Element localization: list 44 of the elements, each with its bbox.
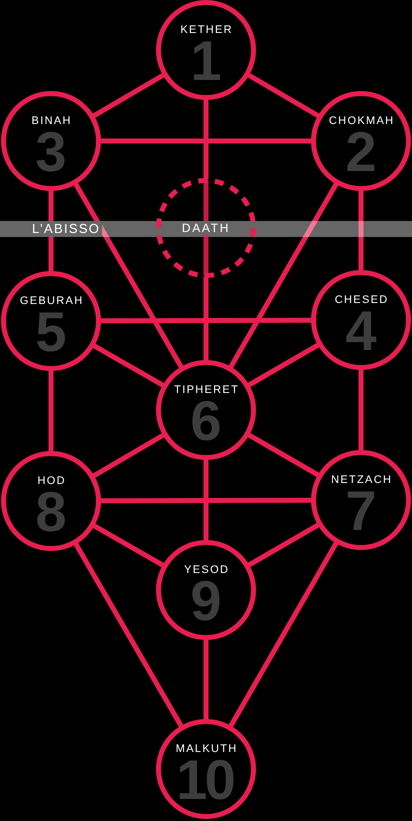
node-label: KETHER	[179, 22, 233, 37]
connecting-line	[48, 370, 54, 452]
number-label: 7	[345, 490, 374, 532]
number-label: 3	[35, 130, 64, 172]
node-label: TIPHERET	[173, 382, 240, 397]
number-label: 10	[176, 758, 234, 800]
number-label: 1	[190, 40, 220, 82]
number-label: 2	[345, 130, 374, 172]
connecting-line	[246, 522, 320, 568]
connecting-line	[228, 540, 339, 728]
number-label: 9	[190, 580, 220, 622]
connecting-line	[358, 368, 364, 452]
connecting-line	[73, 182, 184, 370]
dashed-circle	[156, 178, 256, 278]
connecting-line	[204, 98, 208, 180]
node-label: CHOKMAH	[328, 114, 394, 128]
connecting-line	[246, 432, 320, 478]
number-label: 5	[35, 310, 64, 352]
connecting-line	[100, 498, 312, 504]
node-label: BINAH	[30, 114, 72, 128]
connecting-line	[92, 523, 166, 568]
connecting-line	[204, 458, 208, 542]
number-label: 6	[190, 400, 220, 442]
connecting-line	[92, 72, 166, 119]
node-label: YESOD	[183, 562, 230, 577]
connecting-line	[92, 432, 166, 479]
node-label: MALKUTH	[174, 742, 238, 756]
connecting-line	[246, 342, 320, 388]
number-label: 4	[345, 310, 375, 352]
number-label: 8	[35, 490, 66, 532]
node-label: GEBURAH	[18, 294, 84, 308]
connecting-line	[100, 318, 312, 324]
connecting-line	[358, 190, 364, 272]
node-label: CHESED	[334, 292, 389, 307]
connecting-line	[204, 638, 208, 720]
connecting-line	[73, 542, 184, 728]
connecting-line	[228, 182, 339, 370]
node-label: NETZACH	[330, 472, 392, 487]
node-label: HOD	[36, 474, 66, 488]
connecting-line	[204, 276, 208, 362]
connecting-line	[100, 138, 312, 144]
connecting-line	[92, 343, 166, 388]
connecting-line	[246, 72, 320, 119]
band-label: L’ABISSO	[30, 221, 102, 237]
